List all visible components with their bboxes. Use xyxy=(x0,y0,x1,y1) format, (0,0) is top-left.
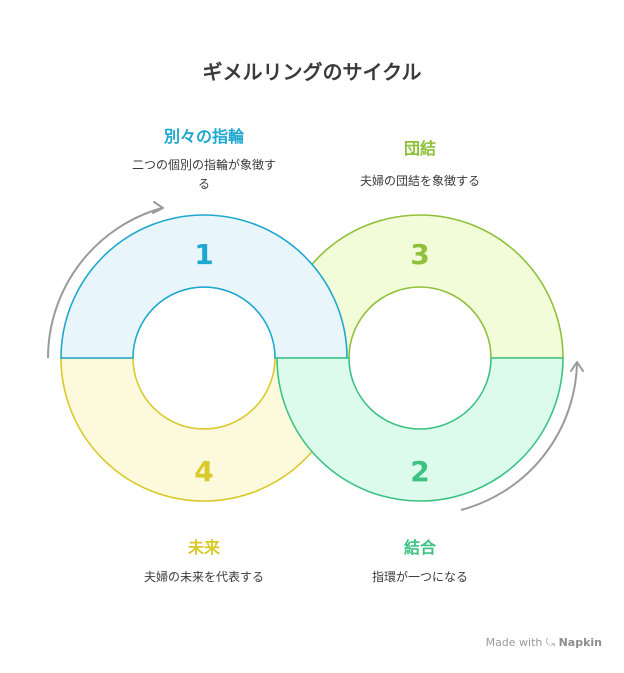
stage-4-description: 夫婦の未来を代表する xyxy=(143,570,264,584)
stage-2-label: 結合 xyxy=(403,538,436,557)
segment-2-union xyxy=(276,357,564,502)
stage-2-description: 指環が一つになる xyxy=(371,570,468,584)
stage-4-label: 未来 xyxy=(187,538,220,557)
segment-1-separate-rings xyxy=(60,214,348,359)
stage-3-description: 夫婦の団結を象徴する xyxy=(359,174,480,188)
cycle-arrow-left-icon xyxy=(47,207,163,359)
arrowhead-right-icon xyxy=(570,361,584,372)
stage-2-number: 2 xyxy=(410,455,430,488)
made-with-napkin-credit: Made with ⤿ Napkin xyxy=(486,636,602,650)
credit-brand: Napkin xyxy=(558,636,602,649)
stage-1-description: 二つの個別の指輪が象徴す る xyxy=(131,158,276,191)
segment-3-unity xyxy=(276,214,564,359)
stage-1-number: 1 xyxy=(194,238,214,271)
cycle-arrow-right-icon xyxy=(460,362,578,511)
diagram-title: ギメルリングのサイクル xyxy=(202,60,422,84)
stage-3-label: 団結 xyxy=(403,139,436,158)
stage-1-label: 別々の指輪 xyxy=(163,127,244,146)
credit-text: Made with xyxy=(485,636,543,649)
arrowhead-left-icon xyxy=(152,201,164,214)
stage-3-number: 3 xyxy=(410,238,430,271)
napkin-logo-icon: ⤿ xyxy=(545,636,556,649)
stage-4-number: 4 xyxy=(194,455,214,488)
